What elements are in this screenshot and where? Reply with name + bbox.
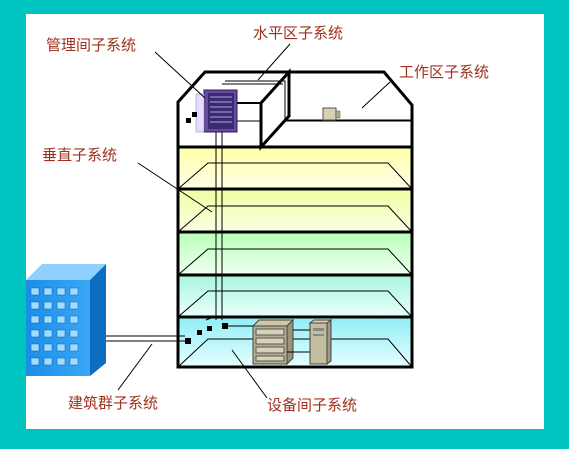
- label-management: 管理间子系统: [46, 36, 136, 54]
- floor-3: [176, 187, 414, 234]
- label-horizontal: 水平区子系统: [253, 24, 343, 42]
- equipment-cables: [225, 325, 310, 353]
- callout-lines: [117, 43, 391, 399]
- floor-1: [176, 273, 414, 319]
- label-vertical: 垂直子系统: [42, 146, 117, 164]
- label-work-area: 工作区子系统: [399, 63, 489, 81]
- floor-equipment: [176, 315, 414, 369]
- vertical-backbone: [205, 132, 223, 321]
- campus-cable: [106, 335, 185, 342]
- horizontal-room: [203, 68, 412, 151]
- workstation: [322, 107, 341, 121]
- main-building: [176, 70, 414, 369]
- floor-2: [176, 230, 414, 277]
- management-cabinet: [195, 89, 238, 133]
- label-campus: 建筑群子系统: [68, 394, 158, 412]
- label-equipment: 设备间子系统: [267, 396, 357, 414]
- server-tower: [308, 319, 333, 365]
- campus-building: [26, 264, 106, 376]
- floor-4: [176, 145, 414, 191]
- equipment-rack: [251, 318, 295, 366]
